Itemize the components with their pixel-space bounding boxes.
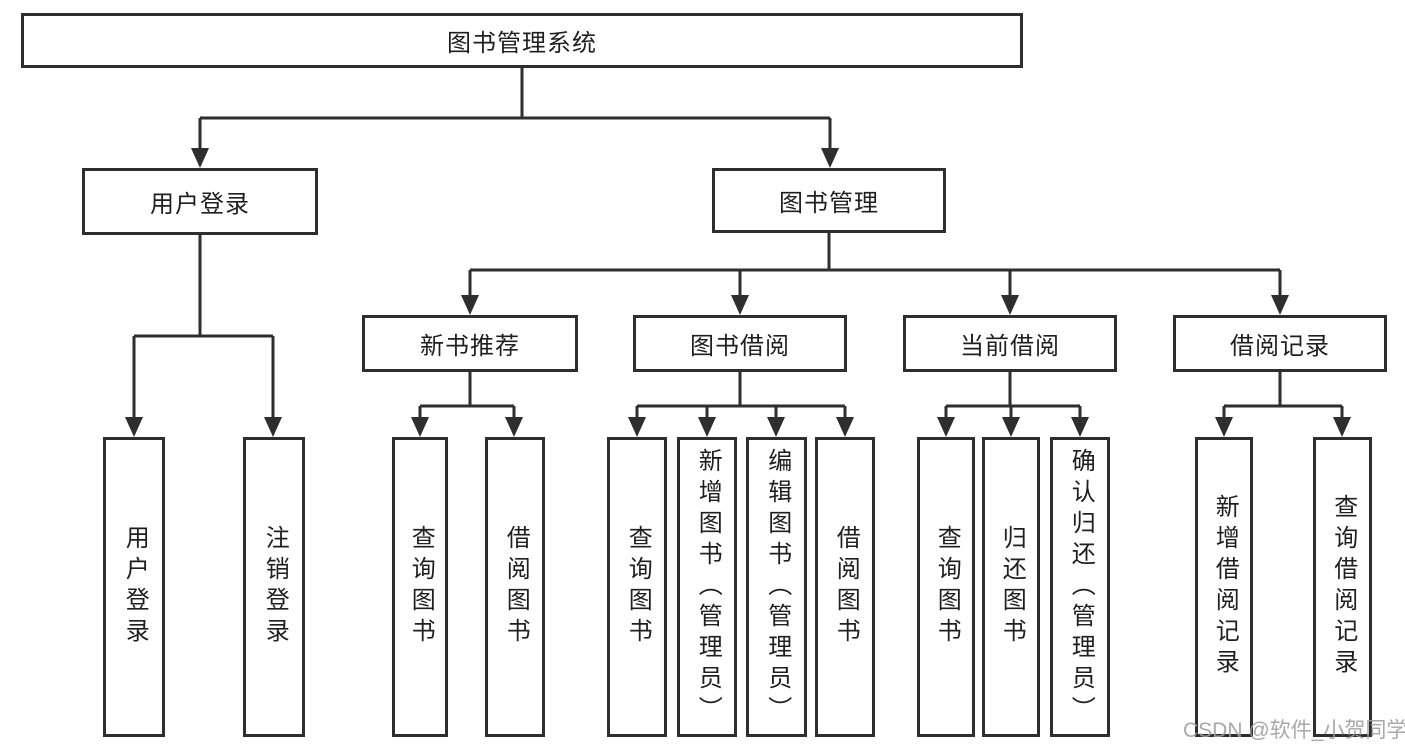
node-label: 用户登录	[121, 525, 149, 649]
csdn-watermark: CSDN @软件_小贺同学	[1183, 719, 1405, 742]
leaf-query-books-2: 查询图书	[607, 437, 667, 737]
node-label: 图书管理系统	[447, 30, 597, 57]
node-label: 新书推荐	[420, 333, 520, 360]
leaf-add-books-admin: 新增图书（管理员）	[677, 437, 737, 737]
leaf-borrow-books-1: 借阅图书	[485, 437, 545, 737]
node-label: 借阅图书	[832, 525, 860, 649]
node-label: 确认归还（管理员）	[1067, 447, 1095, 727]
node-label: 借阅记录	[1230, 333, 1330, 360]
edge-bookborrow-to-leaves	[635, 372, 847, 419]
leaf-confirm-return-admin: 确认归还（管理员）	[1050, 437, 1110, 737]
node-label: 图书管理	[779, 190, 879, 217]
edge-currentborrow-to-leaves	[944, 372, 1082, 419]
node-label: 当前借阅	[960, 333, 1060, 360]
node-label: 注销登录	[261, 525, 289, 649]
node-new-book-recommendation: 新书推荐	[362, 315, 578, 372]
node-label: 编辑图书（管理员）	[763, 447, 791, 727]
node-current-borrowing: 当前借阅	[903, 315, 1117, 372]
leaf-query-books-1: 查询图书	[392, 437, 448, 737]
node-label: 查询图书	[933, 525, 961, 649]
node-user-login: 用户登录	[82, 168, 318, 235]
node-label: 查询图书	[624, 525, 652, 649]
node-borrowing-records: 借阅记录	[1173, 315, 1387, 372]
edge-borrowrecords-to-leaves	[1222, 372, 1344, 419]
leaf-user-login: 用户登录	[103, 437, 165, 737]
leaf-query-borrow-record: 查询借阅记录	[1313, 437, 1372, 737]
edge-newbook-to-leaves	[418, 372, 516, 419]
leaf-add-borrow-record: 新增借阅记录	[1195, 437, 1253, 737]
node-label: 新增借阅记录	[1211, 494, 1239, 680]
node-label: 新增图书（管理员）	[694, 447, 722, 727]
node-label: 借阅图书	[502, 525, 530, 649]
edge-bookmgmt-to-level3	[468, 233, 1282, 297]
node-label: 查询图书	[407, 525, 435, 649]
node-label: 用户登录	[150, 191, 250, 218]
node-label: 图书借阅	[690, 333, 790, 360]
node-label: 归还图书	[998, 525, 1026, 649]
edge-userlogin-to-leaves	[132, 235, 275, 419]
node-book-borrowing: 图书借阅	[633, 315, 847, 372]
node-book-management: 图书管理	[712, 168, 946, 233]
leaf-borrow-books-2: 借阅图书	[815, 437, 875, 737]
leaf-query-books-3: 查询图书	[917, 437, 975, 737]
arrowheads	[125, 148, 1351, 437]
node-library-management-system: 图书管理系统	[21, 13, 1023, 68]
leaf-edit-books-admin: 编辑图书（管理员）	[746, 437, 807, 737]
node-label: 查询借阅记录	[1329, 494, 1357, 680]
leaf-return-books: 归还图书	[982, 437, 1040, 737]
leaf-logout: 注销登录	[243, 437, 305, 737]
edge-root-to-level2	[198, 68, 832, 150]
